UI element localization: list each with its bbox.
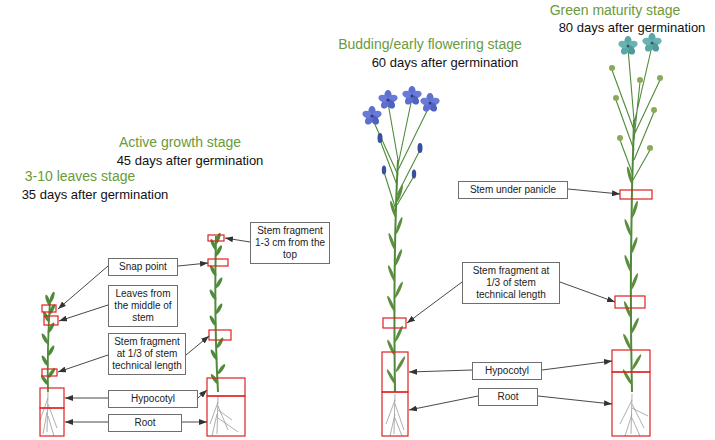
label-box: Hypocotyl bbox=[472, 362, 542, 380]
stage-title: 3-10 leaves stage bbox=[0, 168, 200, 184]
label-text: Stem fragment at 1/3 of stem technical l… bbox=[112, 336, 182, 372]
label-text: Hypocotyl bbox=[476, 365, 538, 377]
label-box: Root bbox=[478, 388, 538, 406]
stage-days: 35 days after germination bbox=[0, 187, 215, 202]
stage-title: Green maturity stage bbox=[495, 2, 715, 18]
label-text: Stem fragment 1-3 cm from the top bbox=[254, 225, 326, 261]
label-text: Leaves from the middle of stem bbox=[112, 288, 174, 324]
label-box: Stem under panicle bbox=[458, 181, 568, 199]
stage-days: 80 days after germination bbox=[512, 20, 715, 35]
label-box: Stem fragment 1-3 cm from the top bbox=[250, 222, 330, 264]
label-box: Leaves from the middle of stem bbox=[108, 285, 178, 327]
plant-1 bbox=[40, 291, 64, 436]
label-text: Snap point bbox=[112, 261, 174, 273]
stage-days: 45 days after germination bbox=[70, 153, 310, 168]
stage-days: 60 days after germination bbox=[325, 55, 565, 70]
plant-3 bbox=[361, 86, 440, 436]
label-text: Root bbox=[482, 391, 534, 403]
label-box: Stem fragment at 1/3 of stem technical l… bbox=[462, 262, 560, 304]
label-text: Stem fragment at 1/3 of stem technical l… bbox=[466, 265, 556, 301]
label-box: Root bbox=[108, 414, 182, 432]
label-box: Hypocotyl bbox=[108, 390, 198, 408]
stage-title: Active growth stage bbox=[60, 134, 300, 150]
label-text: Stem under panicle bbox=[462, 184, 564, 196]
plant-2 bbox=[207, 232, 245, 436]
stage-title: Budding/early flowering stage bbox=[310, 36, 550, 52]
leader-arrows bbox=[58, 189, 620, 422]
label-box: Stem fragment at 1/3 of stem technical l… bbox=[108, 333, 186, 375]
label-box: Snap point bbox=[108, 258, 178, 276]
plant-4 bbox=[609, 33, 663, 436]
label-text: Root bbox=[112, 417, 178, 429]
label-text: Hypocotyl bbox=[112, 393, 194, 405]
